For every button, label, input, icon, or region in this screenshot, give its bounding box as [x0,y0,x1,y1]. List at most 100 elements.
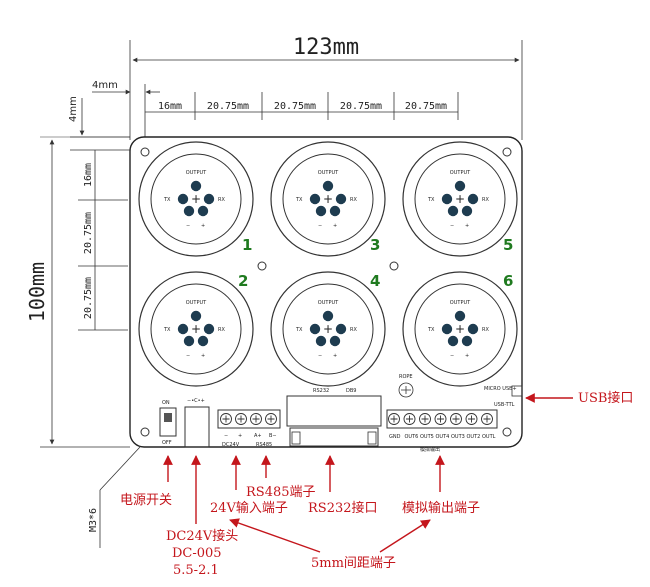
sensor-center-plus: + [323,192,333,206]
sensor-pin [335,193,347,205]
sensor-tx-label: TX [427,327,435,333]
channel-number-2: 2 [238,272,248,290]
callout-input-24v-text: 24V输入端子 [210,500,288,516]
sensor-output-label: OUTPUT [318,170,339,176]
sensor-pin [190,310,202,322]
sensor-tx-label: TX [163,197,171,203]
sensor-output-label: OUTPUT [186,300,207,306]
rs232-db9-connector[interactable]: RS232 DB9 [286,388,382,447]
usb-ttl-text: USB-TTL [494,402,515,408]
rs232-text: RS232 [313,388,329,394]
top-offset-label: 4mm [68,96,79,122]
dimension-top-spacings: 16mm 20.75mm 20.75mm 20.75mm 20.75mm [145,92,459,120]
db9-text: DB9 [346,388,356,394]
sensor-plus-label: + [201,223,205,229]
sensor-pin [203,323,215,335]
sensor-center-plus: + [191,322,201,336]
sensor-pin [467,323,479,335]
sensor-rx-label: RX [350,327,357,333]
sensor-pin [454,310,466,322]
callout-usb-text: USB接口 [578,390,633,406]
sensor-pin [335,323,347,335]
micro-usb-text: MICRO USB+ [484,386,517,392]
sensor-pin [177,323,189,335]
sensor-pin [197,335,209,347]
sensor-center-plus: + [455,192,465,206]
callout-rs232-text: RS232接口 [308,500,378,516]
corner-hole-bottom-left [140,427,150,437]
power-switch[interactable]: ON OFF [159,400,177,446]
sensor-pin [447,335,459,347]
sensor-pin [467,193,479,205]
sensor-pin [183,205,195,217]
analog-terminal-label: OUT6 [405,434,419,440]
callout-analog-out-text: 模拟输出端子 [402,500,480,516]
dimension-total-height: 100mm [25,136,130,448]
channel-number-3: 3 [370,236,380,254]
sensor-output-label: OUTPUT [450,170,471,176]
channel-number-1: 1 [242,236,252,254]
sensor-center-plus: + [455,322,465,336]
sensor-pin [309,323,321,335]
usb-port[interactable] [511,385,523,397]
analog-terminal-label: GND [389,434,401,440]
sensor-pin [322,310,334,322]
sensor-plus-label: + [465,223,469,229]
sensor-rx-label: RX [218,197,225,203]
sensor-pin [441,193,453,205]
switch-off-label: OFF [162,440,172,446]
callout-power-switch: 电源开关 [120,455,173,508]
channel-number-6: 6 [503,272,513,290]
sensor-minus-label: − [450,353,454,359]
analog-terminal-screws [388,413,493,425]
callout-rs485-text: RS485端子 [246,485,316,500]
pcb-outline [129,136,523,448]
corner-hole-bottom-right [502,427,512,437]
analog-terminal-label: OUT3 [451,434,465,440]
side-spacing-label-3: 20.75mm [83,277,94,319]
callout-rs485: RS485端子 [246,455,316,500]
sensor-rx-label: RX [482,197,489,203]
power-rs485-terminal-block[interactable]: − + A+ B− DC24V RS485 [217,409,281,448]
dc-jack[interactable]: −•C•+ [184,398,210,448]
sensor-tx-label: TX [295,197,303,203]
sensor-plus-label: + [333,223,337,229]
callout-input-24v: 24V输入端子 [210,455,288,516]
sensor-pin [190,180,202,192]
sensor-plus-label: + [333,353,337,359]
side-spacing-label-1: 16mm [83,163,94,187]
sensor-pin [461,335,473,347]
channel-number-4: 4 [370,272,380,290]
rs485-text: RS485 [256,442,272,448]
sensor-center-plus: + [323,322,333,336]
center-hole-left [257,261,267,271]
analog-terminal-label: OUTL [482,434,496,440]
spacing-label-3: 20.75mm [274,101,316,112]
sensor-rx-label: RX [218,327,225,333]
sensor-pin [315,335,327,347]
sensor-pin [329,335,341,347]
callout-rs232: RS232接口 [308,455,378,516]
callout-dc-jack-text: DC24V接头 [166,528,238,544]
sensor-tx-label: TX [295,327,303,333]
rope-logo-text: ROPE [399,374,413,380]
left-offset-label: 4mm [92,80,118,91]
sensor-tx-label: TX [163,327,171,333]
analog-terminal-label: OUT2 [467,434,481,440]
terminal-label-minus: − [224,433,228,439]
terminal-label-a: A+ [254,433,262,439]
sensor-pin [441,323,453,335]
sensor-minus-label: − [186,353,190,359]
sensor-pin [454,180,466,192]
sensor-minus-label: − [318,353,322,359]
spacing-label-2: 20.75mm [207,101,249,112]
dimension-left-offset: 4mm [92,80,160,140]
